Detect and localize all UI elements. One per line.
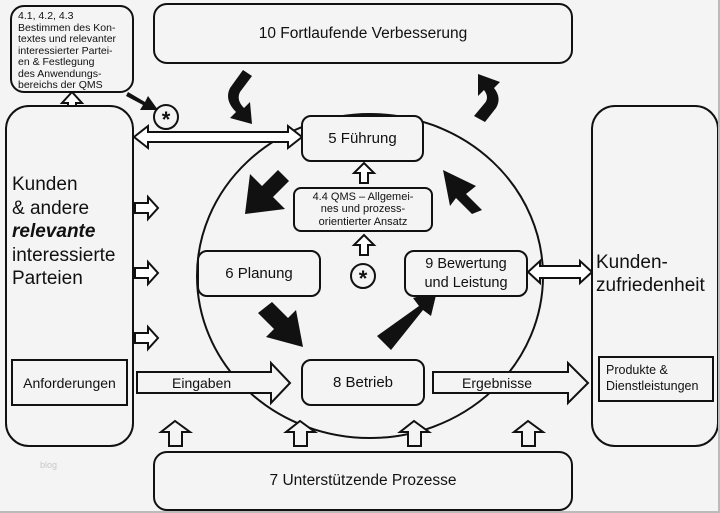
parties-line: interessierte <box>12 244 116 266</box>
customer-satisfaction-panel: Kunden- zufriedenheit Produkte & Dienstl… <box>591 105 719 447</box>
requirements-label: Anforderungen <box>23 374 116 391</box>
asterisk-icon: * <box>358 266 368 291</box>
arrow-context-to-asterisk-icon <box>126 92 158 110</box>
context-line: textes und relevanter <box>18 33 117 45</box>
context-line: 4.1, 4.2, 4.3 <box>18 10 74 22</box>
arrow-right-outline-icon <box>134 194 160 222</box>
context-line: des Anwendungs- <box>18 67 102 80</box>
products-line: Produkte & <box>606 363 668 377</box>
double-arrow-evaluation-satisfaction-icon <box>526 258 594 286</box>
customer-satisfaction-text: Kunden- zufriedenheit <box>596 251 705 297</box>
support-processes-label: 7 Unterstützende Prozesse <box>269 472 457 489</box>
arrow-leadership-to-planning-icon <box>245 170 289 214</box>
context-line: Bestimmen des Kon- <box>18 21 116 34</box>
continual-improvement-label: 10 Fortlaufende Verbesserung <box>258 24 468 42</box>
context-line: interessierter Partei- <box>18 44 113 57</box>
arrow-up-outline-icon <box>158 419 194 447</box>
leadership-box: 5 Führung <box>301 115 424 162</box>
evaluation-line: und Leistung <box>424 274 508 291</box>
requirements-box: Anforderungen <box>11 359 128 406</box>
arrow-planning-to-operation-icon <box>258 302 303 347</box>
arrow-up-outline-icon <box>351 233 377 256</box>
curved-arrow-down-icon <box>228 70 252 124</box>
operation-label: 8 Betrieb <box>332 374 394 391</box>
planning-box: 6 Planung <box>197 250 321 297</box>
inputs-arrow <box>136 360 292 406</box>
parties-line: Parteien <box>12 268 83 289</box>
parties-line: Kunden <box>12 174 78 195</box>
context-line: bereichs der QMS <box>18 79 103 91</box>
evaluation-line: 9 Bewertung <box>425 255 507 272</box>
products-line: Dienstleistungen <box>606 379 699 393</box>
arrow-up-outline-icon <box>397 419 433 447</box>
products-services-box: Produkte & Dienstleistungen <box>598 356 714 402</box>
asterisk-marker: * <box>350 263 376 291</box>
leadership-label: 5 Führung <box>328 130 397 147</box>
qms-line: orientierter Ansatz <box>318 215 408 228</box>
satisfaction-line: Kunden- <box>596 252 668 273</box>
qms-line: 4.4 QMS – Allgemei- <box>312 190 414 203</box>
planning-label: 6 Planung <box>225 265 293 282</box>
outputs-arrow <box>432 360 590 406</box>
arrow-evaluation-to-leadership-icon <box>443 170 482 214</box>
arrow-up-outline-icon <box>351 161 377 184</box>
curved-arrow-up-icon <box>474 74 500 122</box>
continual-improvement-box: 10 Fortlaufende Verbesserung <box>153 3 573 64</box>
arrow-up-outline-icon <box>283 419 319 447</box>
double-arrow-left-leadership-icon <box>132 123 304 151</box>
satisfaction-line: zufriedenheit <box>596 275 705 296</box>
interested-parties-panel: Kunden & andere relevante interessierte … <box>5 105 134 447</box>
asterisk-icon: * <box>161 107 171 132</box>
support-processes-box: 7 Unterstützende Prozesse <box>153 451 573 511</box>
interested-parties-text: Kunden & andere relevante interessierte … <box>12 173 116 291</box>
arrow-right-outline-icon <box>134 259 160 287</box>
qms-line: nes und prozess- <box>320 203 406 216</box>
arrow-right-outline-icon <box>134 324 160 352</box>
qms-approach-box: 4.4 QMS – Allgemei- nes und prozess- ori… <box>293 187 433 232</box>
asterisk-marker: * <box>153 104 179 132</box>
arrow-operation-to-evaluation-icon <box>377 291 437 350</box>
operation-box: 8 Betrieb <box>301 359 425 406</box>
inputs-label: Eingaben <box>172 375 232 391</box>
outputs-label: Ergebnisse <box>462 375 533 391</box>
parties-emphasis: relevante <box>12 221 96 242</box>
context-line: en & Festlegung <box>18 56 95 68</box>
arrow-up-outline-icon <box>511 419 547 447</box>
evaluation-box: 9 Bewertung und Leistung <box>404 250 528 297</box>
parties-line: & andere <box>12 197 90 219</box>
context-box: 4.1, 4.2, 4.3 Bestimmen des Kon- textes … <box>10 5 134 93</box>
watermark: blog <box>40 460 58 470</box>
